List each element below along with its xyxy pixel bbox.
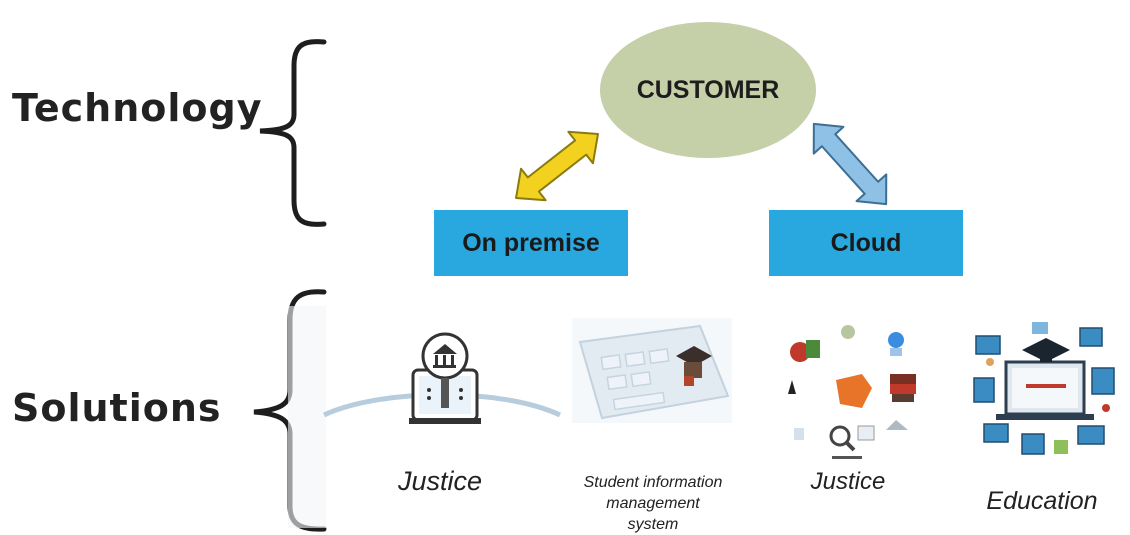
- courthouse-computer-icon: [409, 332, 481, 424]
- solution-justice-on-premise: Justice: [397, 466, 483, 496]
- cloud-label: Cloud: [830, 228, 902, 257]
- solution-student-info-line-3: system: [627, 516, 679, 533]
- devices-graduation-cap-icon: [973, 322, 1115, 455]
- technology-brace-icon: [259, 39, 327, 227]
- solutions-label: Solutions: [12, 386, 222, 430]
- customer-label: CUSTOMER: [636, 75, 780, 104]
- on-premise-label: On premise: [462, 228, 600, 257]
- cloud-apps-collage-icon: [788, 325, 916, 459]
- solution-student-info-line-1: Student information: [583, 474, 723, 491]
- left-double-arrow-icon: [515, 130, 599, 202]
- cloud-box: Cloud: [769, 210, 963, 276]
- solution-student-info-line-2: management: [606, 495, 700, 512]
- solution-education: Education: [986, 487, 1098, 515]
- right-double-arrow-icon: [812, 122, 888, 206]
- computer-keyboard-graduation-cap-icon: [572, 318, 732, 423]
- solution-justice-cloud: Justice: [810, 468, 886, 495]
- solution-student-info: Student information management system: [562, 472, 744, 535]
- technology-label: Technology: [12, 86, 263, 130]
- solutions-brace-icon: [253, 289, 327, 532]
- on-premise-box: On premise: [434, 210, 628, 276]
- customer-node: CUSTOMER: [600, 22, 816, 158]
